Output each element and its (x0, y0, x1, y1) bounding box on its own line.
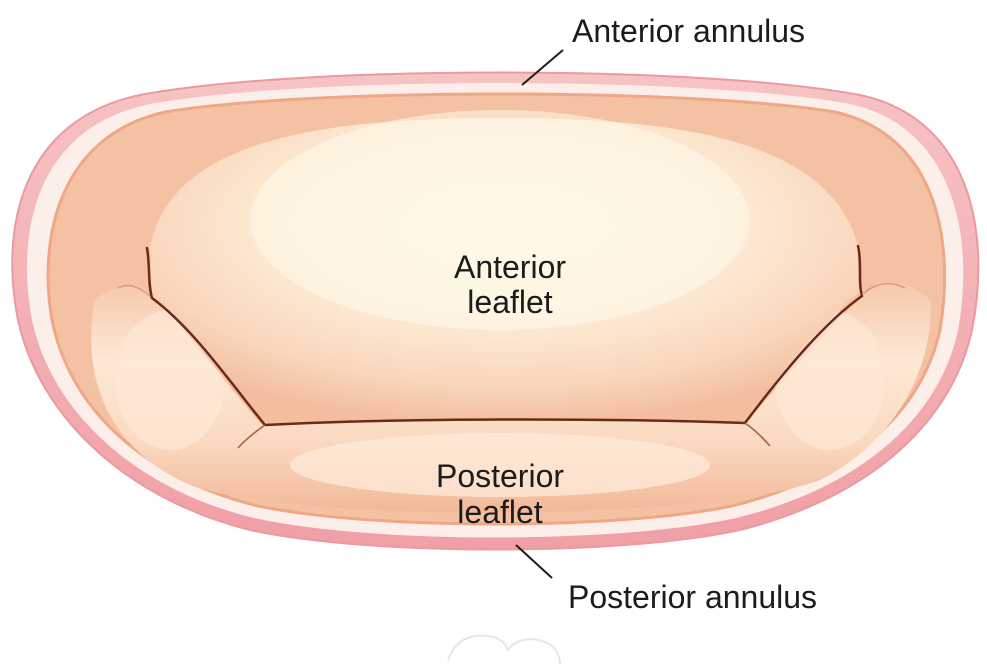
anterior-leaflet-label-line1: Anterior (454, 249, 566, 285)
posterior-leaflet-label-line1: Posterior (436, 458, 564, 494)
anterior-annulus-label: Anterior annulus (572, 13, 805, 49)
posterior-leaflet-label-line2: leaflet (457, 494, 543, 530)
anterior-leaflet-label-line2: leaflet (467, 284, 553, 320)
posterior-annulus-label: Posterior annulus (568, 579, 817, 615)
watermark-seal (448, 636, 560, 664)
